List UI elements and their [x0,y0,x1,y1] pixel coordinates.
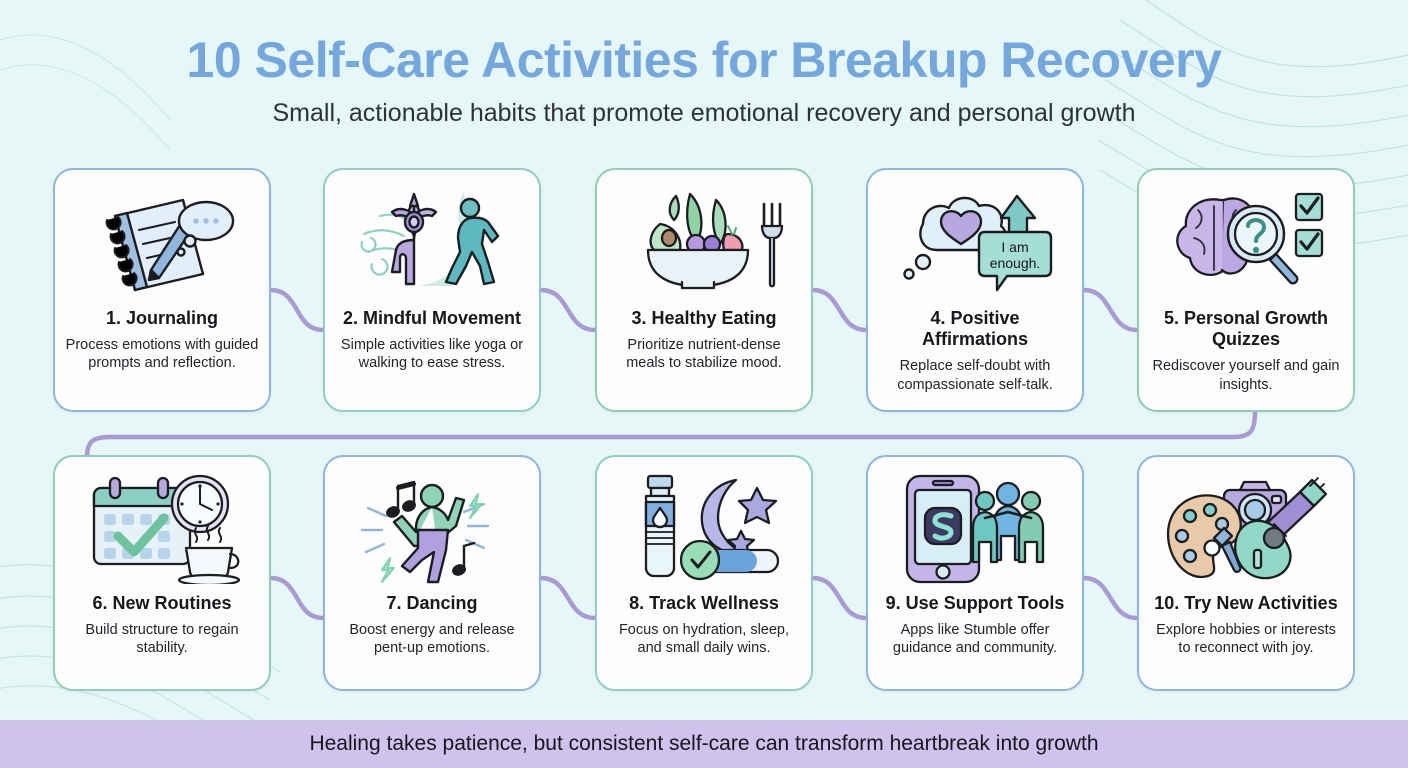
card-description: Prioritize nutrient-dense meals to stabi… [626,337,782,372]
card-personal-growth-quizzes[interactable]: 5. Personal Growth Quizzes Rediscover yo… [1137,168,1355,412]
footer-text: Healing takes patience, but consistent s… [309,732,1099,755]
card-description: Replace self-doubt with compassionate se… [897,358,1053,393]
card-title: 7. Dancing [386,593,478,613]
card-description: Build structure to regain stability. [85,622,239,657]
card-description: Boost energy and release pent-up emotion… [349,622,515,657]
card-try-new-activities[interactable]: 10. Try New Activities Explore hobbies o… [1137,455,1355,691]
footer-banner: Healing takes patience, but consistent s… [0,720,1408,768]
calendar-clock-coffee-icon [65,469,259,587]
page-title: 10 Self-Care Activities for Breakup Reco… [186,32,1222,88]
card-title: 1. Journaling [105,308,219,328]
card-healthy-eating[interactable]: 3. Healthy Eating Prioritize nutrient-de… [595,168,813,412]
card-description: Rediscover yourself and gain insights. [1152,358,1340,393]
thought-cloud-heart-speech-icon: I am enough. [878,182,1072,302]
card-title: 2. Mindful Movement [342,308,521,328]
phone-app-community-icon [878,469,1072,587]
card-title: 10. Try New Activities [1154,593,1338,613]
card-title: 5. Personal Growth Quizzes [1163,308,1329,350]
page-subtitle: Small, actionable habits that promote em… [272,98,1136,127]
svg-text:I am: I am [1001,239,1028,255]
card-positive-affirmations[interactable]: I am enough. 4. Positive Affirmations Re… [866,168,1084,412]
palette-camera-guitar-icon [1149,469,1343,587]
journal-pencil-thought-icon [65,182,259,302]
card-use-support-tools[interactable]: 9. Use Support Tools Apps like Stumble o… [866,455,1084,691]
card-description: Apps like Stumble offer guidance and com… [892,622,1058,657]
svg-text:enough.: enough. [989,255,1040,271]
card-mindful-movement[interactable]: 2. Mindful Movement Simple activities li… [323,168,541,412]
card-title: 8. Track Wellness [629,593,779,613]
card-dancing[interactable]: 7. Dancing Boost energy and release pent… [323,455,541,691]
card-title: 6. New Routines [92,593,232,613]
card-title: 9. Use Support Tools [885,593,1065,613]
card-title: 3. Healthy Eating [631,308,777,328]
cards-row-1: 1. Journaling Process emotions with guid… [0,168,1408,412]
card-new-routines[interactable]: 6. New Routines Build structure to regai… [53,455,271,691]
card-title: 4. Positive Affirmations [921,308,1028,350]
cards-row-2: 6. New Routines Build structure to regai… [0,455,1408,691]
card-description: Process emotions with guided prompts and… [65,337,259,372]
card-journaling[interactable]: 1. Journaling Process emotions with guid… [53,168,271,412]
header: 10 Self-Care Activities for Breakup Reco… [0,0,1408,128]
card-description: Focus on hydration, sleep, and small dai… [618,622,790,657]
salad-bowl-fork-icon [607,182,801,302]
card-track-wellness[interactable]: 8. Track Wellness Focus on hydration, sl… [595,455,813,691]
cards-grid: 1. Journaling Process emotions with guid… [0,168,1408,691]
card-description: Explore hobbies or interests to reconnec… [1156,622,1336,657]
water-bottle-moon-progress-icon [607,469,801,587]
dancing-figure-music-notes-icon [335,469,529,587]
yoga-walking-figures-icon [335,182,529,302]
brain-magnifier-checkboxes-icon [1149,182,1343,302]
card-description: Simple activities like yoga or walking t… [340,337,524,372]
